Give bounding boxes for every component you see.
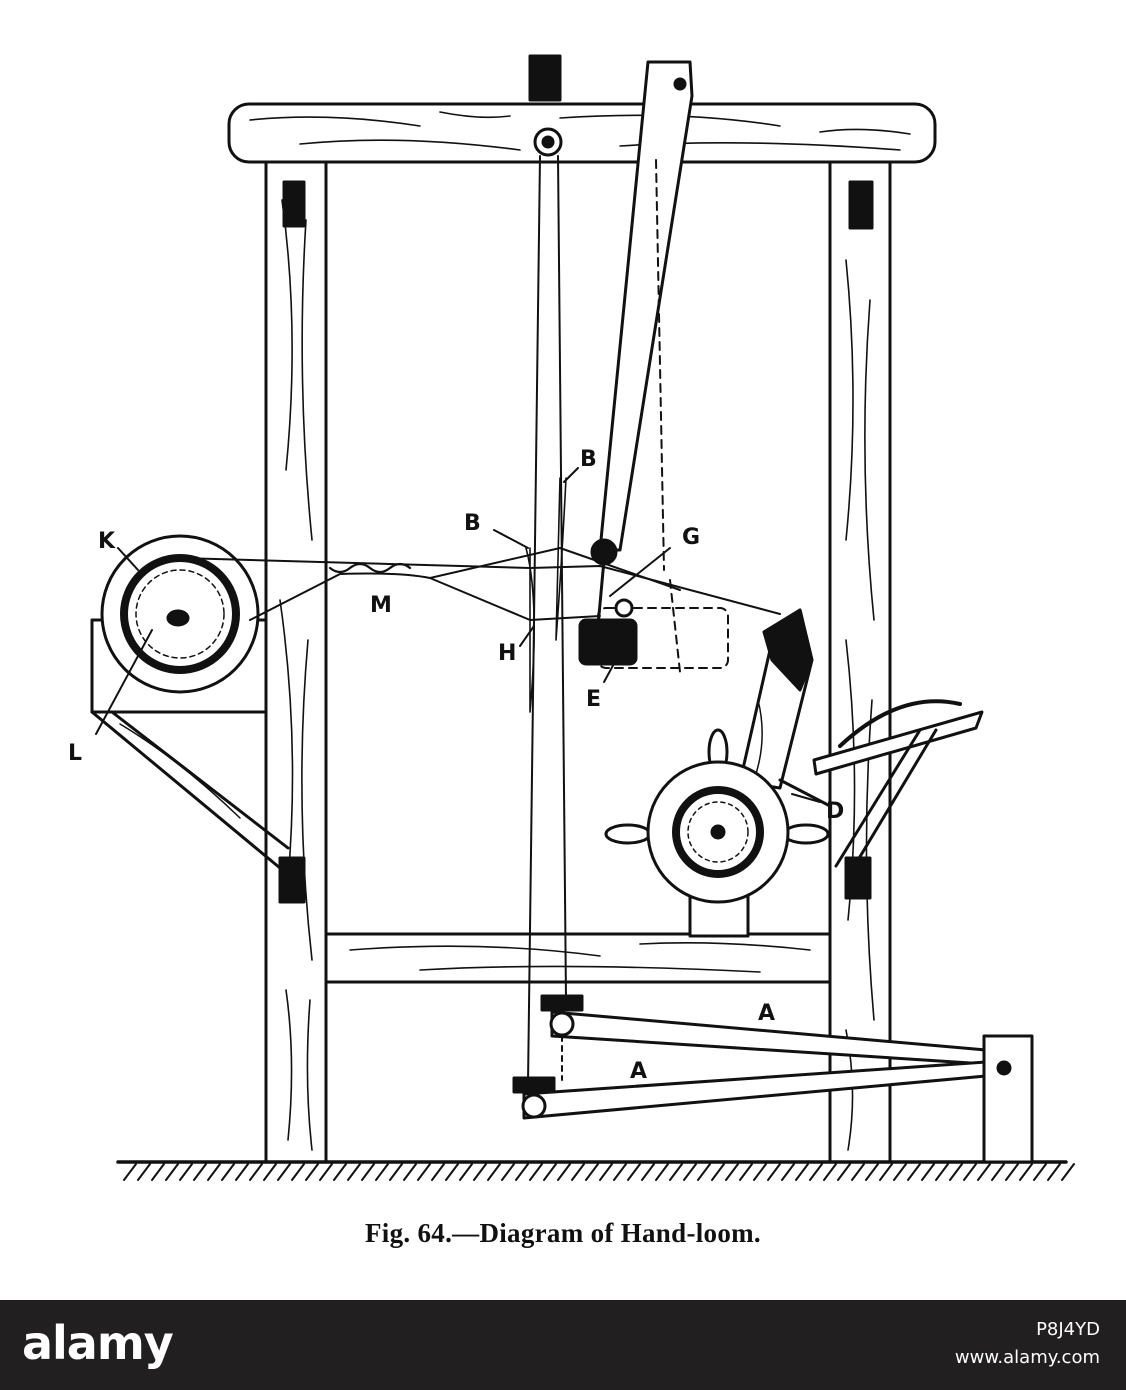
left-post <box>264 160 328 1164</box>
label-b-top: B <box>580 447 597 472</box>
bench <box>812 699 984 882</box>
label-k: K <box>98 529 116 554</box>
warp-threads <box>179 547 781 621</box>
watermark-bar: alamy P8J4YD www.alamy.com <box>0 1300 1126 1390</box>
batten-arm <box>590 60 694 628</box>
figure-caption: Fig. 64.—Diagram of Hand-loom. <box>365 1218 761 1248</box>
leader-lines <box>95 467 821 803</box>
hand-loom-figure: K L M B B G H E D A A <box>68 54 1075 1181</box>
label-a-lower: A <box>630 1059 647 1084</box>
treadles <box>512 994 1034 1164</box>
ground <box>116 1160 1075 1181</box>
reed-weight <box>578 598 638 666</box>
alamy-logo: alamy <box>22 1316 174 1370</box>
label-h: H <box>498 641 516 666</box>
cloth-roller <box>604 728 832 938</box>
top-beam <box>227 102 937 164</box>
hand-loom-diagram: K L M B B G H E D A A <box>68 54 1075 1181</box>
top-pulley <box>528 54 563 157</box>
label-d: D <box>826 799 844 824</box>
right-post <box>828 160 892 1164</box>
label-e: E <box>586 687 601 712</box>
breast-beam-arm <box>738 608 814 790</box>
label-b-left: B <box>464 511 481 536</box>
heddle-cords <box>525 155 567 1085</box>
batten-dashed-path <box>597 159 729 673</box>
site-url: www.alamy.com <box>954 1347 1100 1368</box>
label-l: L <box>68 741 82 766</box>
image-id: P8J4YD <box>1036 1319 1100 1340</box>
label-g: G <box>682 525 700 550</box>
image-info: P8J4YD www.alamy.com <box>955 1316 1100 1372</box>
label-m: M <box>370 593 392 618</box>
lower-beam <box>324 932 832 984</box>
label-a-upper: A <box>758 1001 775 1026</box>
